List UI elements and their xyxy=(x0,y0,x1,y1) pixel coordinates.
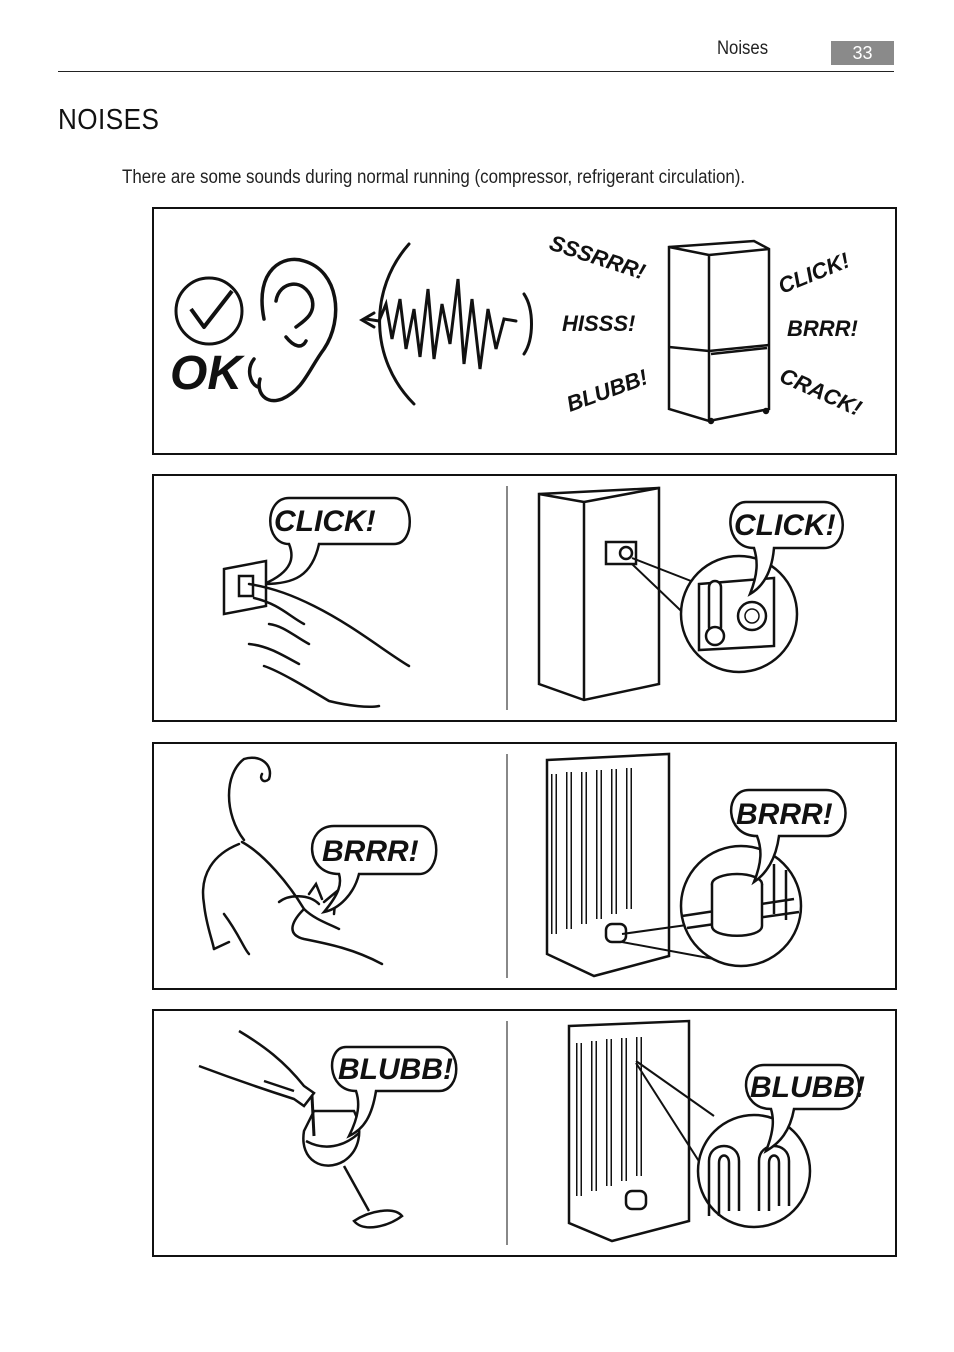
bottle-icon xyxy=(198,1029,316,1108)
ok-label: OK xyxy=(170,347,245,400)
sound-hisss: HISSS! xyxy=(562,311,635,336)
wine-glass-icon xyxy=(302,1095,404,1229)
speech-bubble-left-text: BLUBB! xyxy=(338,1053,453,1086)
cat-icon xyxy=(201,756,384,966)
speech-bubble-right-text: BLUBB! xyxy=(750,1071,865,1104)
speech-bubble-left xyxy=(330,1045,458,1139)
sound-wave-icon xyxy=(359,242,533,406)
header-rule xyxy=(58,71,894,72)
speech-bubble-left xyxy=(310,824,438,914)
fridge-back-icon xyxy=(545,752,671,978)
speech-bubble-right-text: BRRR! xyxy=(736,798,833,831)
panel-normal-sounds-illustration: OK SSSRRR! HISSS! BLUBB! CLICK! BRRR! xyxy=(170,230,865,425)
panel-click: CLICK! xyxy=(152,474,897,722)
panel-brrr-illustration: BRRR! BRRR! xyxy=(201,752,847,978)
panel-click-illustration: CLICK! xyxy=(222,486,844,710)
fridge-back-icon xyxy=(567,1019,691,1243)
thermostat-zoom-icon xyxy=(679,554,799,674)
sound-click: CLICK! xyxy=(775,248,853,299)
panel-blubb: BLUBB! BLUBB! xyxy=(152,1009,897,1257)
speech-bubble-right xyxy=(729,500,844,597)
panel-normal-sounds: OK SSSRRR! HISSS! BLUBB! CLICK! BRRR! xyxy=(152,207,897,455)
panel-brrr: BRRR! BRRR! xyxy=(152,742,897,990)
sound-crack: CRACK! xyxy=(776,363,865,421)
speech-bubble-right xyxy=(744,1063,861,1154)
light-switch-icon xyxy=(222,559,268,616)
speech-bubble-left-text: BRRR! xyxy=(322,835,419,868)
page-number: 33 xyxy=(831,41,894,65)
checkmark-icon xyxy=(174,276,244,346)
speech-bubble-left xyxy=(263,496,411,586)
hand-icon xyxy=(247,582,411,709)
fridge-icon xyxy=(667,239,771,425)
sound-sssrrr: SSSRRR! xyxy=(546,230,648,284)
pipes-zoom-icon xyxy=(696,1113,812,1229)
intro-text: There are some sounds during normal runn… xyxy=(122,167,746,188)
compressor-zoom-icon xyxy=(679,844,803,968)
page-title: NOISES xyxy=(58,104,160,136)
panel-blubb-illustration: BLUBB! BLUBB! xyxy=(198,1019,865,1245)
header-section-label: Noises xyxy=(716,38,768,59)
speech-bubble-left-text: CLICK! xyxy=(274,505,376,538)
sound-brrr: BRRR! xyxy=(787,316,858,341)
speech-bubble-right xyxy=(729,788,847,886)
ear-icon xyxy=(247,257,338,403)
speech-bubble-right-text: CLICK! xyxy=(734,509,836,542)
fridge-side-icon xyxy=(537,486,661,702)
sound-blubb: BLUBB! xyxy=(563,364,651,416)
